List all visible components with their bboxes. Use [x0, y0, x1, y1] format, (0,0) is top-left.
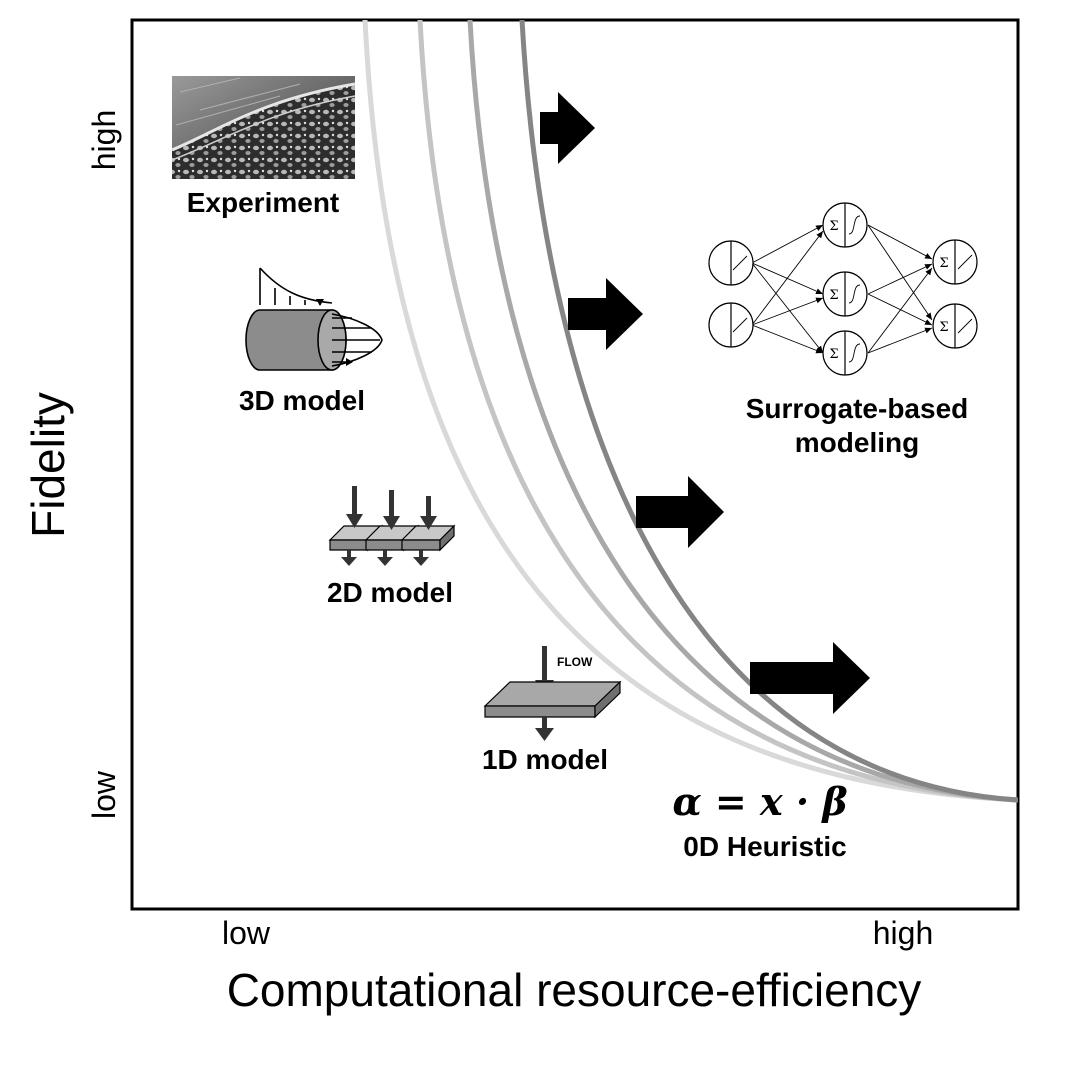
sigma-symbol: Σ: [829, 347, 838, 362]
sem-micrograph-image: [171, 76, 356, 179]
plate-array-icon: [328, 486, 456, 566]
x-high-label: high: [873, 915, 934, 951]
flow-label: FLOW: [557, 655, 593, 669]
nn-output-nodes: [932, 239, 978, 349]
y-low-label: low: [86, 770, 122, 819]
right-arrow-icon: [540, 92, 595, 164]
nn-input-nodes: [708, 240, 754, 348]
surrogate-label-line2: modeling: [795, 427, 919, 458]
y-high-label: high: [86, 110, 122, 171]
sigma-symbol: Σ: [829, 219, 838, 234]
right-arrow-icon: [636, 476, 724, 548]
x-axis-title: Computational resource-efficiency: [227, 964, 922, 1016]
model-2d-label: 2D model: [327, 577, 453, 608]
surrogate-label-line1: Surrogate-based: [746, 393, 969, 424]
experiment-label: Experiment: [187, 187, 340, 218]
curve-mid2: [467, 20, 1018, 803]
sigma-symbol: Σ: [939, 256, 948, 271]
right-arrow-icon: [568, 278, 643, 350]
sigma-symbol: Σ: [939, 320, 948, 335]
plot-frame: [130, 18, 1020, 911]
sigma-symbol: Σ: [829, 288, 838, 303]
cylinder-flow-profile-icon: [245, 267, 383, 371]
x-low-label: low: [222, 915, 271, 951]
curve-dark: [519, 20, 1018, 803]
heuristic-formula: α = x · β: [672, 779, 847, 824]
fidelity-curves: [362, 20, 1018, 803]
nn-hidden-nodes: [822, 202, 868, 376]
progress-arrows: [540, 92, 870, 714]
curve-mid1: [417, 20, 1018, 803]
nn-connections: [751, 224, 933, 354]
heuristic-label: 0D Heuristic: [683, 831, 846, 862]
model-1d-label: 1D model: [482, 744, 608, 775]
single-plate-icon: FLOW: [483, 646, 622, 741]
curve-light: [362, 20, 1018, 803]
model-3d-label: 3D model: [239, 385, 365, 416]
right-arrow-icon: [750, 642, 870, 714]
y-axis-title: Fidelity: [22, 392, 74, 538]
neural-network-icon: Σ Σ Σ Σ Σ: [708, 202, 978, 376]
